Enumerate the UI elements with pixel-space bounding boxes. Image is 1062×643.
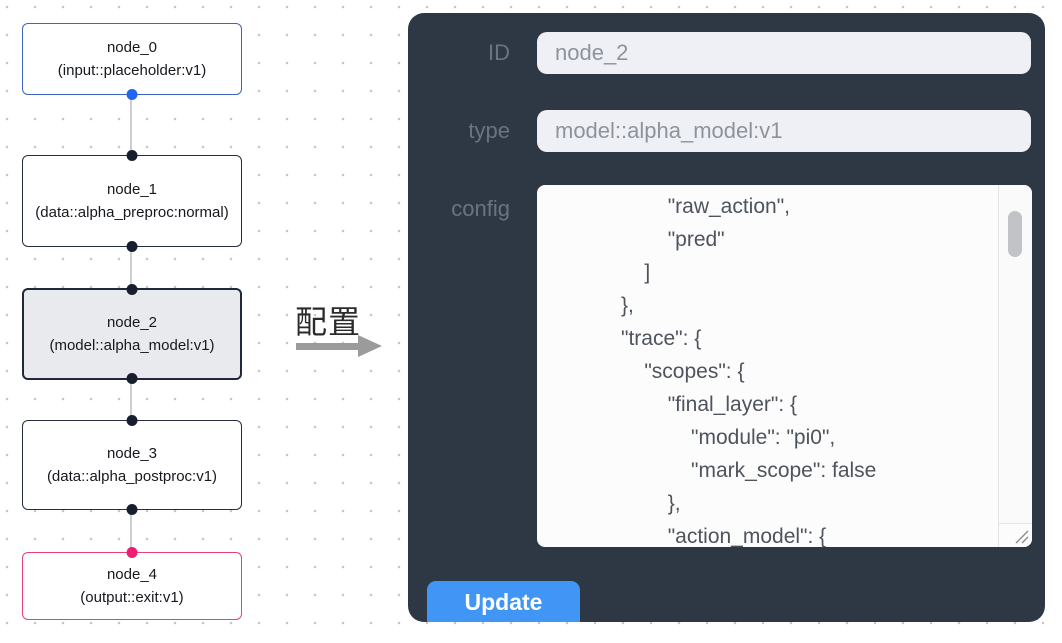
port-dot[interactable] <box>126 547 138 558</box>
node-title: node_3 <box>106 445 158 462</box>
configure-label: 配置 <box>295 304 362 340</box>
node-type: (input::placeholder:v1) <box>57 62 207 79</box>
node-title: node_1 <box>106 181 158 198</box>
port-dot[interactable] <box>126 284 138 295</box>
port-dot[interactable] <box>126 504 138 515</box>
port-dot[interactable] <box>126 150 138 161</box>
port-dot[interactable] <box>126 415 138 426</box>
node-type: (data::alpha_postproc:v1) <box>46 468 218 485</box>
node-inspector-panel: ID type config "raw_action", "pred" ] },… <box>408 13 1045 622</box>
scrollbar-track[interactable] <box>998 185 1032 523</box>
scrollbar-thumb[interactable] <box>1008 211 1022 257</box>
port-dot[interactable] <box>126 373 138 384</box>
edge-node1-node2 <box>130 247 132 293</box>
type-input[interactable] <box>537 110 1031 152</box>
resize-handle-icon[interactable] <box>998 523 1032 547</box>
id-input[interactable] <box>537 32 1031 74</box>
arrow-right-icon <box>296 343 360 350</box>
graph-node-node_4[interactable]: node_4 (output::exit:v1) <box>22 547 242 620</box>
node-title: node_0 <box>106 39 158 56</box>
edge-node0-node1 <box>130 95 132 160</box>
graph-node-node_3[interactable]: node_3 (data::alpha_postproc:v1) <box>22 415 242 515</box>
arrow-right-icon <box>358 335 382 357</box>
update-button[interactable]: Update <box>427 581 580 622</box>
id-field-label: ID <box>488 40 510 65</box>
port-dot[interactable] <box>126 89 138 100</box>
config-field-label: config <box>451 196 510 221</box>
port-dot[interactable] <box>126 241 138 252</box>
node-type: (data::alpha_preproc:normal) <box>35 204 229 221</box>
node-title: node_2 <box>106 314 158 331</box>
edge-node3-node4 <box>130 510 132 557</box>
config-json-content[interactable]: "raw_action", "pred" ] }, "trace": { "sc… <box>621 195 877 547</box>
node-title: node_4 <box>106 566 158 583</box>
graph-node-node_2-selected[interactable]: node_2 (model::alpha_model:v1) <box>22 284 242 384</box>
config-textarea[interactable]: "raw_action", "pred" ] }, "trace": { "sc… <box>537 185 1032 547</box>
type-field-label: type <box>468 118 510 143</box>
edge-node2-node3 <box>130 380 132 425</box>
node-type: (output::exit:v1) <box>80 589 184 606</box>
node-type: (model::alpha_model:v1) <box>49 337 215 354</box>
graph-node-node_1[interactable]: node_1 (data::alpha_preproc:normal) <box>22 150 242 252</box>
graph-node-node_0[interactable]: node_0 (input::placeholder:v1) <box>22 23 242 100</box>
